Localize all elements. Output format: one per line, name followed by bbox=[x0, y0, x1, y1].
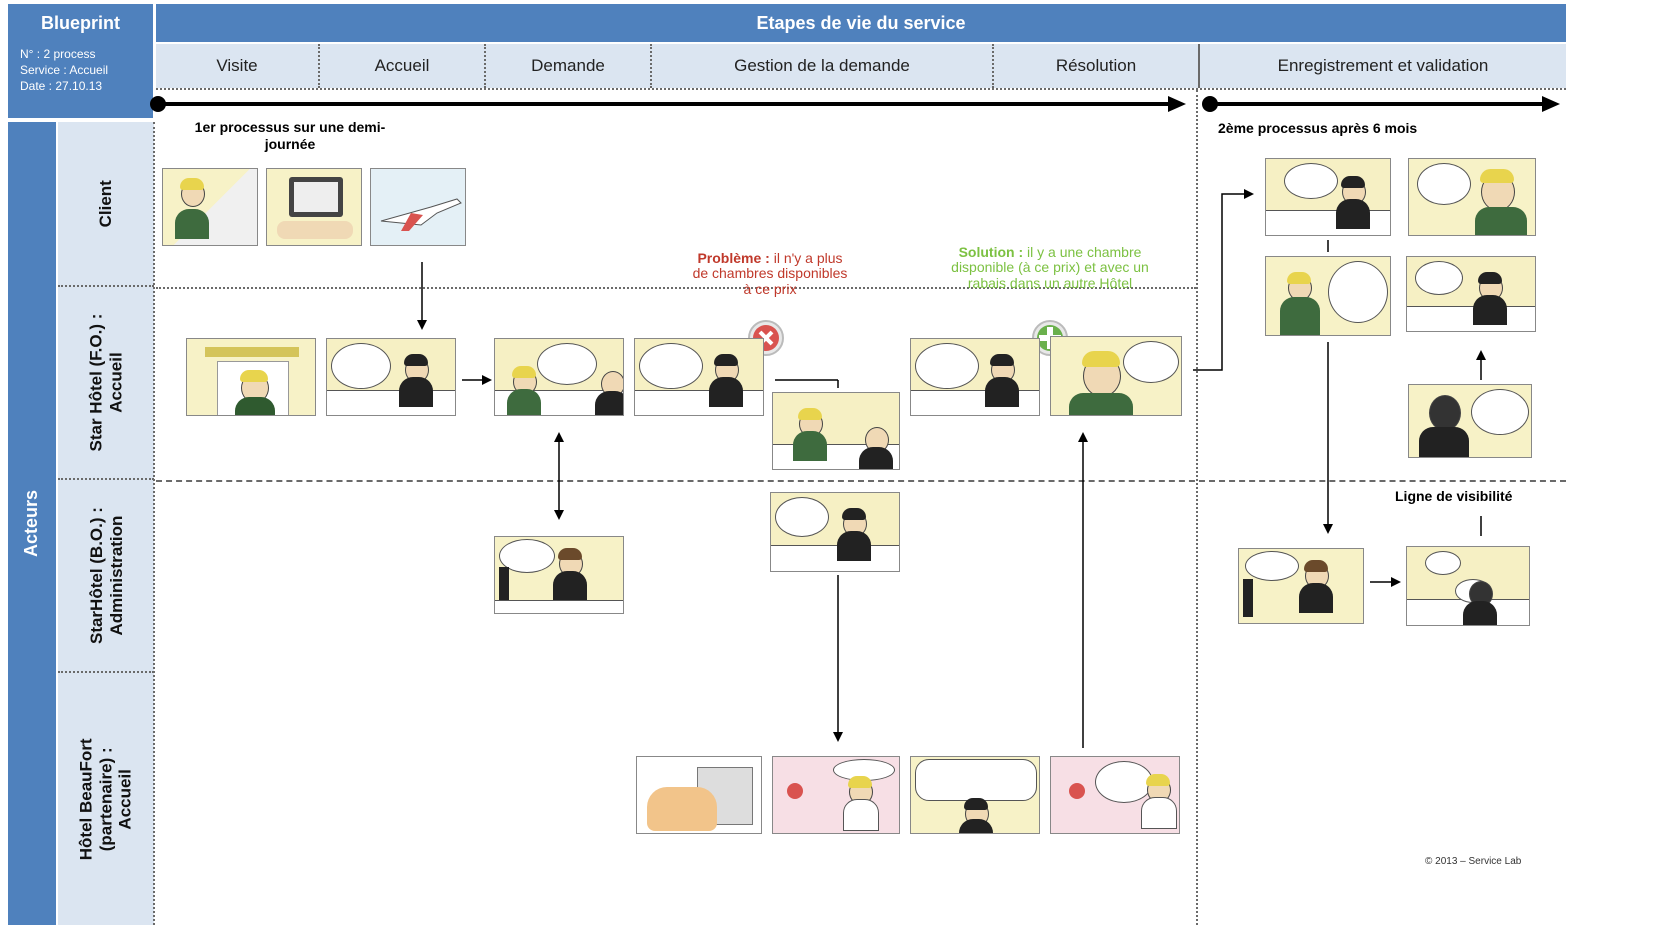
problem-label: Problème : bbox=[697, 250, 770, 266]
panel-receptionist-no-rooms bbox=[634, 338, 764, 416]
panel-admin-desk bbox=[494, 536, 624, 614]
panel-client-request bbox=[494, 338, 624, 416]
lane-divider-fo bbox=[156, 287, 1196, 289]
phase-accueil: Accueil bbox=[320, 44, 486, 88]
panel-phone-dialing bbox=[636, 756, 762, 834]
copyright: © 2013 – Service Lab bbox=[1425, 856, 1522, 867]
meta-service: Service : Accueil bbox=[20, 63, 109, 77]
panel-p2-reception-reply bbox=[1406, 256, 1536, 332]
panel-receptionist-solution bbox=[910, 338, 1040, 416]
phase-enregistrement: Enregistrement et validation bbox=[1200, 44, 1566, 88]
blueprint-title: Blueprint bbox=[8, 4, 153, 42]
lane-client: Client bbox=[58, 122, 154, 287]
panel-p2-reception-call bbox=[1265, 158, 1391, 236]
panel-p2-client-phone bbox=[1408, 158, 1536, 236]
meta-process: N° : 2 process bbox=[20, 47, 96, 61]
meta-box: N° : 2 process Service : Accueil Date : … bbox=[8, 42, 153, 118]
panel-client-happy bbox=[1050, 336, 1182, 416]
process-divider bbox=[1196, 90, 1198, 925]
solution-label: Solution : bbox=[958, 244, 1024, 260]
panel-receptionist-greeting bbox=[326, 338, 456, 416]
panel-p2-reception-phone bbox=[1408, 384, 1532, 458]
visibility-label: Ligne de visibilité bbox=[1395, 488, 1513, 504]
lane-back-office: StarHôtel (B.O.) : Administration bbox=[58, 480, 154, 673]
panel-receptionist-calls-partner bbox=[910, 756, 1040, 834]
vertical-border-left bbox=[153, 122, 155, 925]
panel-partner-answers bbox=[772, 756, 900, 834]
process1-title: 1er processus sur une demi-journée bbox=[194, 119, 386, 152]
solution-note: Solution : il y a une chambre disponible… bbox=[945, 244, 1155, 291]
stages-title: Etapes de vie du service bbox=[156, 4, 1566, 42]
lane-front-office: Star Hôtel (F.O.) : Accueil bbox=[58, 287, 154, 480]
lane-partner-hotel: Hôtel BeauFort (partenaire) : Accueil bbox=[58, 673, 154, 925]
visibility-line bbox=[156, 480, 1566, 482]
panel-p2-client-request bbox=[1265, 256, 1391, 336]
actors-column: Acteurs bbox=[8, 122, 56, 925]
panel-p2-admin-desk bbox=[1238, 548, 1364, 624]
problem-note: Problème : il n'y a plus de chambres dis… bbox=[690, 250, 850, 297]
solution-text: il y a une chambre disponible (à ce prix… bbox=[951, 244, 1149, 291]
phase-resolution: Résolution bbox=[994, 44, 1200, 88]
phase-visite: Visite bbox=[156, 44, 320, 88]
panel-client-leaflet bbox=[162, 168, 258, 246]
meta-date: Date : 27.10.13 bbox=[20, 79, 103, 93]
panel-p2-admin-phone bbox=[1406, 546, 1530, 626]
panel-client-laptop bbox=[266, 168, 362, 246]
panel-client-plane bbox=[370, 168, 466, 246]
panel-hotel-arrival bbox=[186, 338, 316, 416]
problem-text: il n'y a plus de chambres disponibles à … bbox=[692, 250, 848, 297]
phase-demande: Demande bbox=[486, 44, 652, 88]
phase-row: Visite Accueil Demande Gestion de la dem… bbox=[156, 44, 1566, 90]
phase-gestion: Gestion de la demande bbox=[652, 44, 994, 88]
panel-client-disappointed bbox=[772, 392, 900, 470]
panel-partner-confirms bbox=[1050, 756, 1180, 834]
process2-title: 2ème processus après 6 mois bbox=[1218, 120, 1418, 136]
panel-receptionist-phone bbox=[770, 492, 900, 572]
